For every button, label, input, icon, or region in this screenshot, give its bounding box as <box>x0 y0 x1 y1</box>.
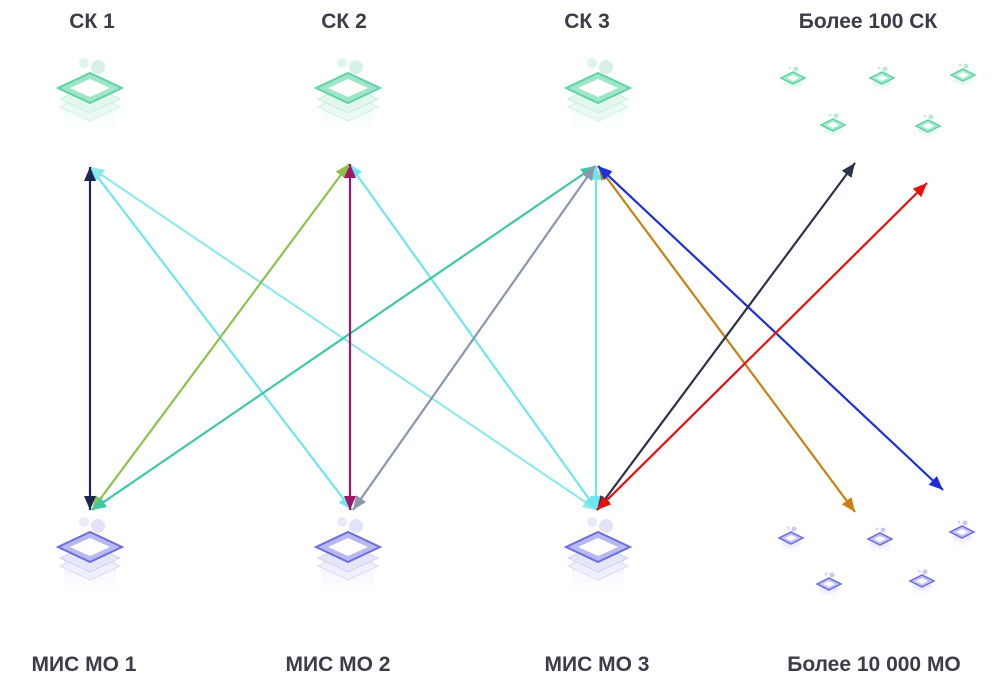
connection-line <box>596 182 928 511</box>
connection-line <box>352 165 596 511</box>
sk-2-label: СК 2 <box>321 10 367 33</box>
arrow-head <box>912 183 927 198</box>
arrow-head <box>590 166 602 180</box>
arrow-head <box>597 495 612 510</box>
arrow-head <box>598 166 613 180</box>
mis-mo-2-label: МИС МО 2 <box>285 653 391 676</box>
connection-line <box>91 165 596 511</box>
sk-1-label: СК 1 <box>69 10 115 33</box>
arrow-head <box>841 163 855 178</box>
arrow-head <box>582 166 595 181</box>
sk-3-label: СК 3 <box>564 10 610 33</box>
more-mo-label: Более 10 000 МО <box>787 653 961 676</box>
arrow-head <box>92 497 107 510</box>
connection-line <box>91 163 350 511</box>
connection-line <box>596 162 856 511</box>
arrow-head <box>841 497 855 512</box>
connection-line <box>89 166 353 511</box>
mis-node-icon <box>57 516 123 603</box>
arrow-head <box>344 496 356 510</box>
mis-node-icon <box>565 516 631 603</box>
arrow-head <box>344 164 356 178</box>
more-sk-label: Более 100 СК <box>798 10 938 33</box>
sk-node-icon <box>57 57 123 144</box>
arrow-head <box>84 496 96 510</box>
connection-line <box>597 165 856 513</box>
mis-node-icon <box>315 516 381 603</box>
sk-node-icon <box>565 57 631 144</box>
mis-mo-3-label: МИС МО 3 <box>544 653 650 676</box>
arrow-head <box>590 496 602 510</box>
mis-cluster-icon <box>778 519 975 603</box>
sk-cluster-icon <box>780 62 976 145</box>
mis-mo-1-label: МИС МО 1 <box>31 653 137 676</box>
arrow-head <box>90 167 105 180</box>
arrow-head <box>353 495 366 510</box>
connection-arrows <box>84 162 944 513</box>
connection-line <box>348 163 598 511</box>
connection-line <box>597 165 944 491</box>
arrow-head <box>928 476 943 490</box>
arrow-head <box>84 167 96 181</box>
sk-node-icon <box>315 57 381 144</box>
